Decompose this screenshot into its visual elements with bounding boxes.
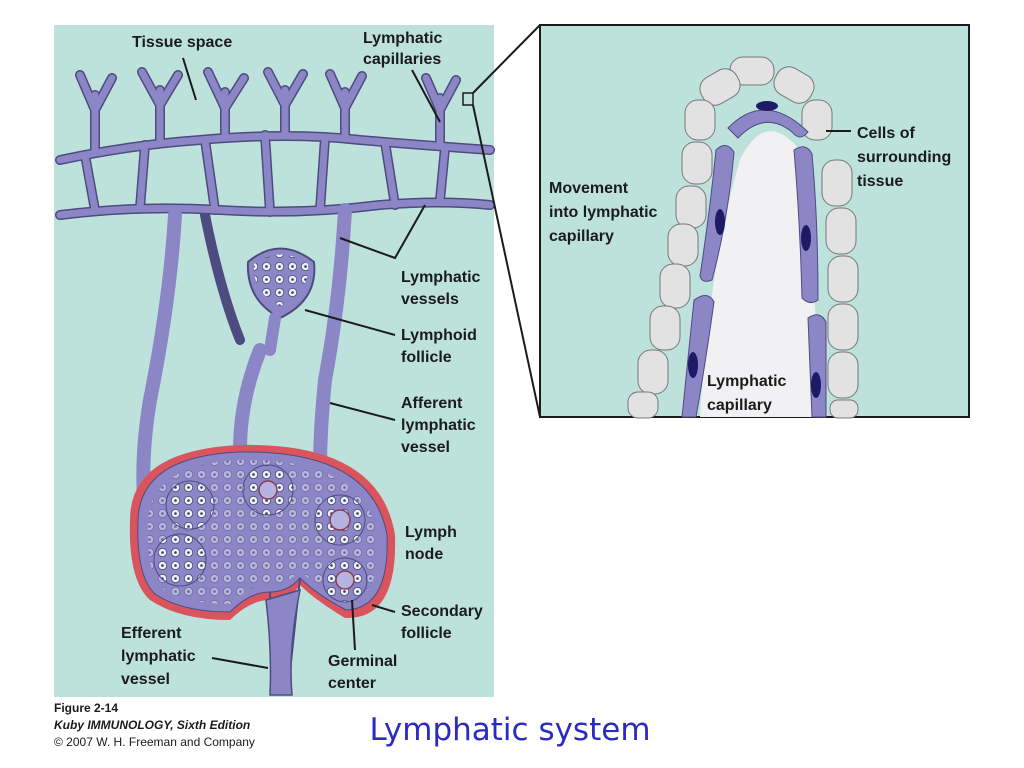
leader-lines bbox=[182, 57, 441, 669]
label-lymphoid-follicle-line1: Lymphoid bbox=[401, 327, 477, 344]
label-lymphatic-vessels-line1: Lymphatic bbox=[401, 269, 481, 286]
right-panel: Cells of surrounding tissue Movement int… bbox=[539, 24, 970, 419]
label-efferent-line1: Efferent bbox=[121, 625, 182, 642]
label-afferent-line1: Afferent bbox=[401, 395, 463, 412]
endothelial-nuclei bbox=[688, 101, 821, 398]
label-efferent-line3: vessel bbox=[121, 671, 170, 688]
lymphoid-follicle bbox=[246, 247, 316, 356]
surrounding-cells bbox=[627, 56, 859, 419]
label-movement-line2: into lymphatic bbox=[549, 204, 658, 221]
lymph-node bbox=[129, 444, 396, 696]
label-tissue-space: Tissue space bbox=[132, 34, 232, 51]
label-secondary-follicle-line2: follicle bbox=[401, 625, 452, 642]
label-germinal-center-line1: Germinal bbox=[328, 653, 397, 670]
label-cells-of-line1: Cells of bbox=[857, 125, 915, 142]
capillary-lumen bbox=[700, 131, 820, 417]
label-lymphatic-capillary-line2: capillary bbox=[707, 397, 772, 414]
left-labels: Tissue space Lymphatic capillaries Lymph… bbox=[121, 30, 483, 692]
label-afferent-line3: vessel bbox=[401, 439, 450, 456]
label-lymphatic-capillaries-line1: Lymphatic bbox=[363, 30, 443, 47]
label-lymph-node-line2: node bbox=[405, 546, 443, 563]
label-cells-of-line3: tissue bbox=[857, 173, 903, 190]
zoom-indicator bbox=[462, 24, 541, 418]
left-panel: Tissue space Lymphatic capillaries Lymph… bbox=[54, 25, 495, 697]
label-movement-line3: capillary bbox=[549, 228, 614, 245]
label-afferent-line2: lymphatic bbox=[401, 417, 476, 434]
label-lymphatic-vessels-line2: vessels bbox=[401, 291, 459, 308]
germinal-centers bbox=[258, 480, 355, 590]
book-title: Kuby IMMUNOLOGY, Sixth Edition bbox=[54, 718, 251, 732]
slide-title: Lymphatic system bbox=[369, 712, 651, 748]
label-germinal-center-line2: center bbox=[328, 675, 376, 692]
right-labels: Cells of surrounding tissue Movement int… bbox=[549, 125, 951, 414]
label-movement-line1: Movement bbox=[549, 180, 629, 197]
label-secondary-follicle-line1: Secondary bbox=[401, 603, 483, 620]
label-lymphoid-follicle-line2: follicle bbox=[401, 349, 452, 366]
label-lymphatic-capillaries-line2: capillaries bbox=[363, 51, 441, 68]
label-lymphatic-capillary-line1: Lymphatic bbox=[707, 373, 787, 390]
label-efferent-line2: lymphatic bbox=[121, 648, 196, 665]
label-cells-of-line2: surrounding bbox=[857, 149, 951, 166]
label-lymph-node-line1: Lymph bbox=[405, 524, 457, 541]
copyright-notice: © 2007 W. H. Freeman and Company bbox=[54, 735, 255, 749]
figure-number: Figure 2-14 bbox=[54, 701, 119, 715]
